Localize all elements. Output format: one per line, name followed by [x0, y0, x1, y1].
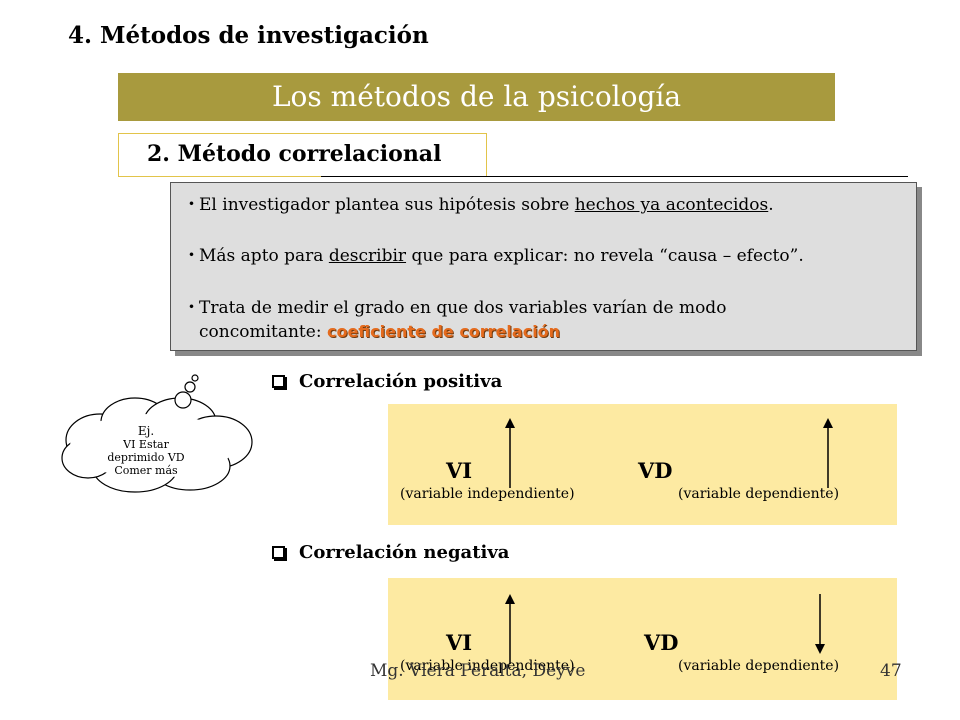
positive-correlation-panel: VI (variable independiente) VD (variable… — [388, 404, 897, 525]
bullet-3: ・Trata de medir el grado en que dos vari… — [183, 296, 726, 344]
page-number: 47 — [880, 661, 902, 681]
title-banner: Los métodos de la psicología — [118, 73, 835, 121]
vi-sublabel: (variable independiente) — [400, 658, 575, 674]
vd-sublabel: (variable dependiente) — [678, 658, 840, 674]
thought-cloud-icon — [61, 374, 253, 493]
bullet-2: ・Más apto para describir que para explic… — [183, 244, 804, 268]
example-line: Comer más — [114, 464, 178, 477]
bullet-dot-icon: ・ — [183, 298, 200, 318]
vd-down-arrow-icon — [815, 594, 825, 654]
vd-label: VD — [644, 630, 679, 655]
positive-correlation-heading: Correlación positiva — [272, 371, 502, 392]
bullet-2-text: Más apto para — [199, 246, 329, 266]
vd-up-arrow-icon — [823, 418, 833, 488]
bullet-3-line2: concomitante: — [199, 322, 327, 342]
bullet-1-text: El investigador plantea sus hipótesis so… — [199, 195, 575, 215]
bullet-1-end: . — [768, 195, 774, 215]
vd-label: VD — [638, 458, 673, 483]
method-title: 2. Método correlacional — [147, 141, 442, 167]
banner-title: Los métodos de la psicología — [271, 80, 682, 113]
checkbox-bullet-icon — [272, 375, 285, 388]
info-box: ・El investigador plantea sus hipótesis s… — [170, 182, 917, 351]
negative-correlation-heading: Correlación negativa — [272, 542, 509, 563]
vd-sublabel: (variable dependiente) — [678, 486, 840, 502]
method-title-box: 2. Método correlacional — [118, 133, 487, 177]
negative-heading-text: Correlación negativa — [299, 542, 510, 563]
bullet-1-underlined: hechos ya acontecidos — [574, 195, 769, 215]
bullet-2-underlined: describir — [328, 246, 407, 266]
vi-label: VI — [446, 630, 473, 655]
vi-up-arrow-icon — [505, 418, 515, 488]
vi-up-arrow-icon — [505, 594, 515, 664]
bullet-3-line1: Trata de medir el grado en que dos varia… — [199, 298, 727, 318]
example-line: deprimido VD — [107, 451, 185, 464]
bullet-dot-icon: ・ — [183, 246, 200, 266]
positive-heading-text: Correlación positiva — [299, 371, 503, 392]
vi-sublabel: (variable independiente) — [400, 486, 575, 502]
negative-correlation-panel: VI (variable independiente) VD (variable… — [388, 578, 897, 700]
checkbox-bullet-icon — [272, 546, 285, 559]
footer-author: Mg. Viera Peralta, Deyve — [370, 661, 586, 681]
vi-label: VI — [446, 458, 473, 483]
example-line: Ej. — [137, 424, 155, 438]
example-text: Ej. VI Estar deprimido VD Comer más — [84, 424, 208, 478]
bullet-1: ・El investigador plantea sus hipótesis s… — [183, 193, 774, 217]
correlation-coefficient-highlight: coeficiente de correlación — [326, 322, 561, 341]
bullet-dot-icon: ・ — [183, 195, 200, 215]
example-line: VI Estar — [123, 438, 169, 451]
bullet-2-end: que para explicar: no revela “causa – ef… — [406, 246, 804, 266]
divider-line — [321, 176, 908, 177]
section-title: 4. Métodos de investigación — [68, 22, 429, 49]
